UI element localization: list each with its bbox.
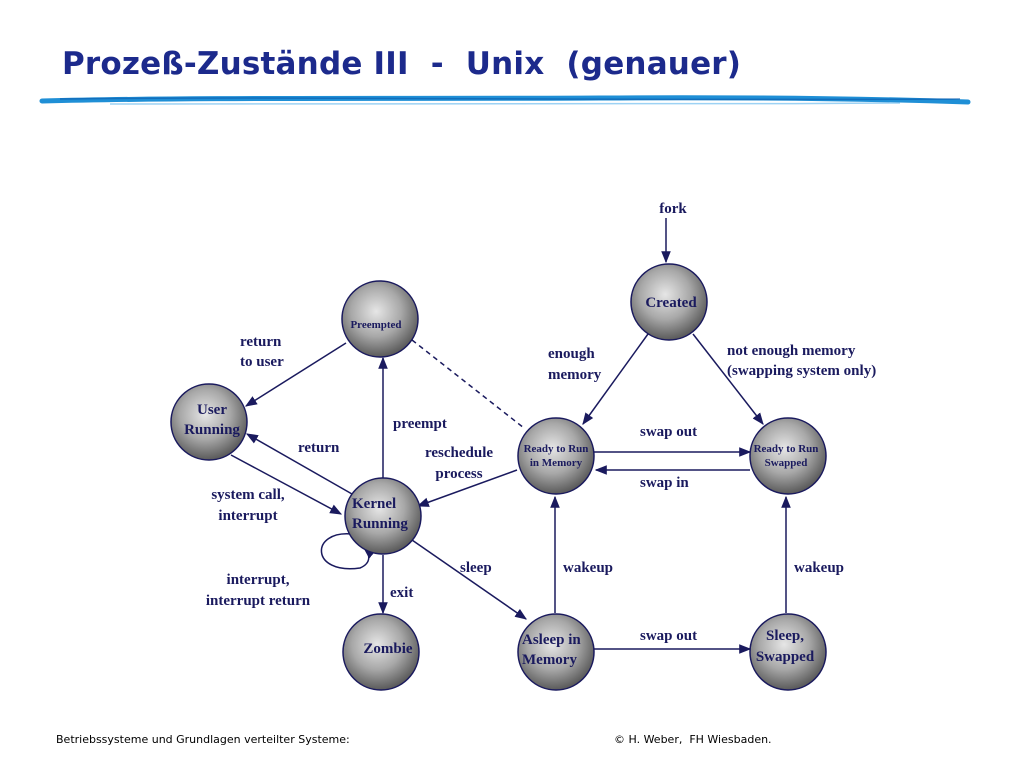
state-user-running-circle <box>170 383 248 461</box>
state-preempted-circle <box>341 280 419 358</box>
edge-sleep <box>411 539 527 620</box>
state-ready-swapped-label-2: Swapped <box>765 457 808 469</box>
state-ready-in-memory-label-1: Ready to Run <box>524 443 589 455</box>
state-ready-in-memory-circle <box>517 417 595 495</box>
label-exit: exit <box>390 585 413 601</box>
state-kernel-running-circle <box>344 477 422 555</box>
label-wakeup-swapped: wakeup <box>794 560 844 576</box>
state-sleep-swapped-label-1: Sleep, <box>766 628 804 644</box>
edge-not-enough-memory <box>692 333 764 425</box>
label-interrupt-2: interrupt return <box>206 593 311 609</box>
edge-preempted-dashed <box>411 339 525 429</box>
label-swap-in: swap in <box>640 475 689 491</box>
label-reschedule-1: reschedule <box>425 445 493 461</box>
state-created-label: Created <box>645 295 697 311</box>
label-system-call-1: system call, <box>211 487 285 503</box>
state-asleep-in-memory-label-2: Memory <box>522 652 577 668</box>
label-reschedule-2: process <box>435 466 482 482</box>
label-not-enough-memory-2: (swapping system only) <box>727 363 876 379</box>
edge-system-call <box>230 454 343 515</box>
state-user-running-label-2: Running <box>184 422 240 438</box>
label-interrupt-1: interrupt, <box>227 572 290 588</box>
state-ready-swapped-circle <box>749 417 827 495</box>
label-enough-memory-2: memory <box>548 367 602 383</box>
label-enough-memory-1: enough <box>548 346 595 362</box>
state-labels: Created Preempted User Running Kernel Ru… <box>184 295 818 668</box>
title-underline <box>39 95 971 105</box>
label-not-enough-memory-1: not enough memory <box>727 343 856 359</box>
state-sleep-swapped-label-2: Swapped <box>756 649 815 665</box>
label-swap-out-top: swap out <box>640 424 697 440</box>
state-kernel-running-label-2: Running <box>352 516 408 532</box>
edge-return <box>245 433 353 495</box>
label-wakeup-memory: wakeup <box>563 560 613 576</box>
state-user-running-label-1: User <box>197 402 227 418</box>
label-system-call-2: interrupt <box>218 508 277 524</box>
state-ready-swapped-label-1: Ready to Run <box>754 443 819 455</box>
transition-edges <box>230 218 791 654</box>
state-preempted-label: Preempted <box>350 319 401 331</box>
label-preempt: preempt <box>393 416 447 432</box>
state-nodes <box>170 263 827 691</box>
label-return: return <box>298 440 340 456</box>
footer-left: Betriebssysteme und Grundlagen verteilte… <box>56 733 350 746</box>
transition-labels: fork enough memory not enough memory (sw… <box>206 201 876 644</box>
edge-enough-memory <box>582 333 649 425</box>
label-return-to-user-2: to user <box>240 354 284 370</box>
label-sleep: sleep <box>460 560 492 576</box>
state-ready-in-memory-label-2: in Memory <box>530 457 583 469</box>
state-sleep-swapped-circle <box>749 613 827 691</box>
label-return-to-user-1: return <box>240 334 282 350</box>
state-zombie-circle <box>342 613 420 691</box>
label-swap-out-bottom: swap out <box>640 628 697 644</box>
state-zombie-label: Zombie <box>363 641 413 657</box>
state-asleep-in-memory-label-1: Asleep in <box>522 632 581 648</box>
footer-right: © H. Weber, FH Wiesbaden. <box>614 733 772 746</box>
state-created-circle <box>630 263 708 341</box>
edge-reschedule <box>416 469 518 507</box>
edge-return-to-user <box>244 342 347 407</box>
state-kernel-running-label-1: Kernel <box>352 496 396 512</box>
slide-title: Prozeß-Zustände III - Unix (genauer) <box>62 46 742 82</box>
edge-interrupt-loop <box>320 533 376 570</box>
state-asleep-in-memory-circle <box>517 613 595 691</box>
label-fork: fork <box>659 201 687 217</box>
